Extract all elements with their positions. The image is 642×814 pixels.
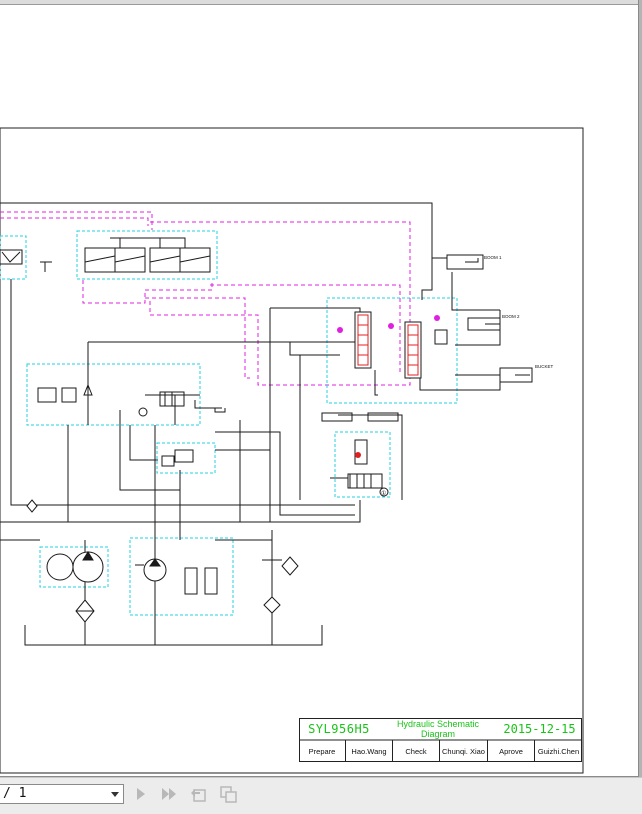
- page-number-value: / 1: [3, 786, 27, 801]
- filters: [26, 499, 299, 623]
- last-page-icon[interactable]: [160, 785, 178, 803]
- signature-row: Prepare Hao.Wang Check Chunqi. Xiao Apro…: [299, 740, 582, 762]
- model-number: SYL956H5: [308, 722, 370, 736]
- previous-view-icon[interactable]: [190, 785, 208, 803]
- cylinders: [446, 254, 533, 383]
- chevron-down-icon: [111, 792, 119, 797]
- check-label: Check: [392, 740, 439, 762]
- approve-label: Aprove: [487, 740, 534, 762]
- page-number-select[interactable]: / 1: [0, 784, 124, 804]
- check-name: Chunqi. Xiao: [439, 740, 487, 762]
- next-page-icon[interactable]: [132, 785, 150, 803]
- prepare-label: Prepare: [308, 746, 336, 756]
- tank-symbols: [214, 408, 226, 413]
- bucket-label: BUCKET: [535, 364, 554, 369]
- module-boxes: [0, 230, 458, 616]
- hydraulic-lines: [0, 202, 501, 646]
- hydraulic-schematic: BOOM 1 BOOM 2 BUCKET: [0, 127, 584, 774]
- approve-name: Guizhi.Chen: [534, 740, 582, 762]
- viewer-toolbar: / 1: [0, 777, 642, 814]
- boom2-label: BOOM 2: [502, 314, 520, 319]
- next-view-icon[interactable]: [220, 785, 238, 803]
- drawing-title: Hydraulic Schematic Diagram: [396, 719, 480, 739]
- window-top-edge: [0, 0, 638, 5]
- priority-valve-block: [321, 412, 399, 497]
- pilot-valves: [0, 237, 211, 273]
- circle-one-label: ①: [381, 490, 386, 497]
- document-viewport[interactable]: BOOM 1 BOOM 2 BUCKET: [0, 0, 639, 777]
- drawing-date: 2015-12-15: [503, 722, 576, 736]
- prepare-name: Hao.Wang: [345, 740, 392, 762]
- pumps: [46, 551, 218, 595]
- relief-valve-block: [37, 383, 194, 467]
- boom1-label: BOOM 1: [484, 255, 502, 260]
- control-valve: [337, 311, 448, 379]
- title-row: SYL956H5 Hydraulic Schematic Diagram 201…: [299, 718, 582, 740]
- drawing-border: [0, 127, 584, 774]
- title-block: SYL956H5 Hydraulic Schematic Diagram 201…: [299, 718, 582, 762]
